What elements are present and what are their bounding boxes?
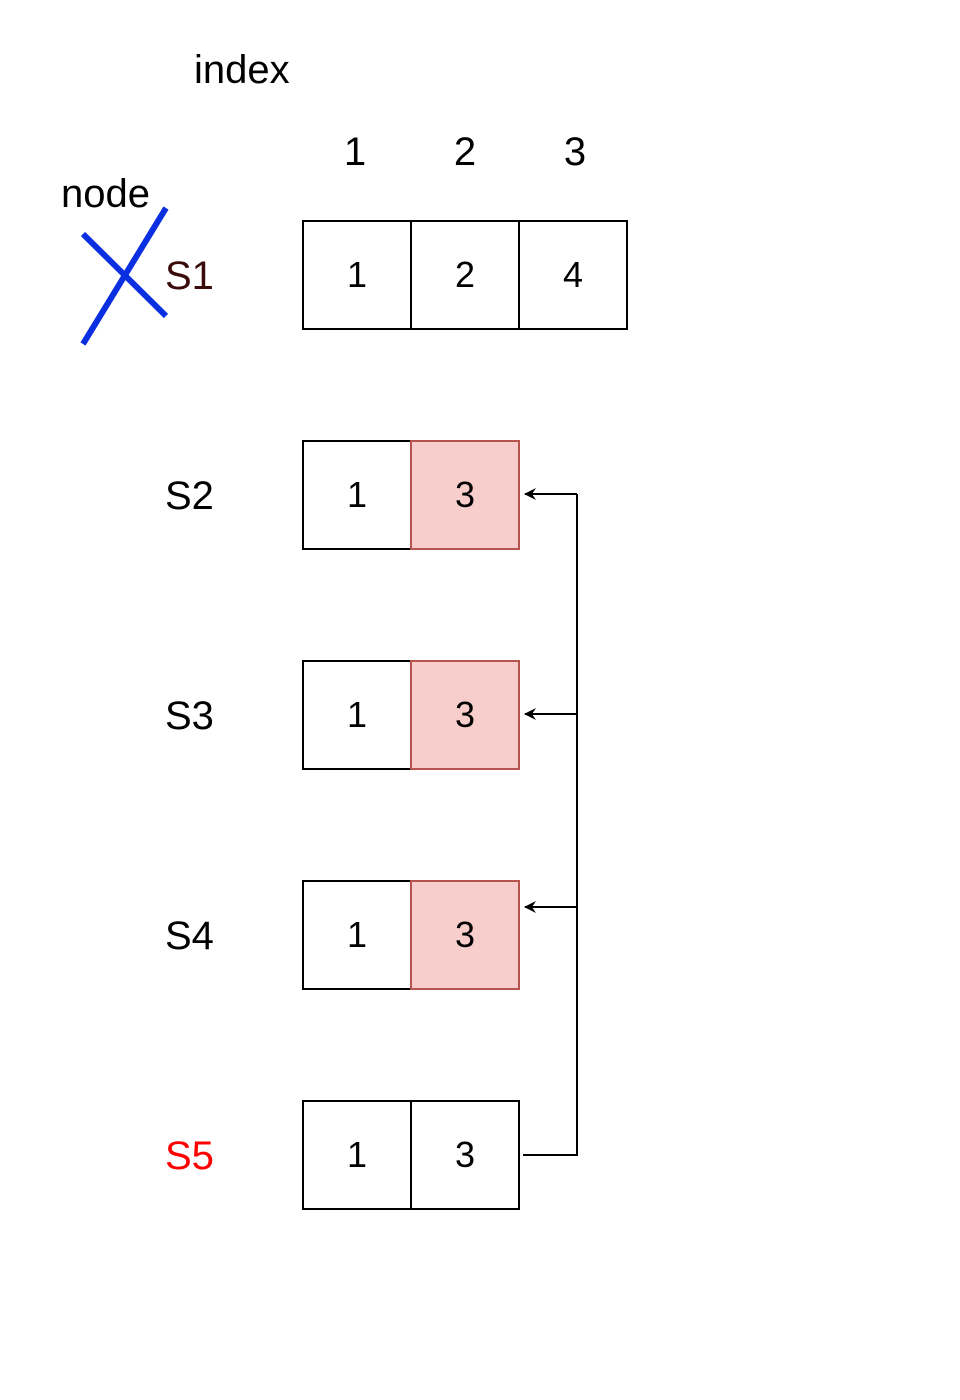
log-entry-s2-index-1: 1: [302, 440, 412, 550]
log-entry-s4-index-2: 3: [410, 880, 520, 990]
node-label-s4: S4: [165, 914, 214, 958]
node-label-s1: S1: [165, 254, 214, 298]
log-entry-s4-index-1: 1: [302, 880, 412, 990]
log-entry-s3-index-2: 3: [410, 660, 520, 770]
log-entry-s1-index-1: 1: [302, 220, 412, 330]
log-entry-s1-index-2: 2: [410, 220, 520, 330]
log-entry-s3-index-1: 1: [302, 660, 412, 770]
log-entry-s1-index-3: 4: [518, 220, 628, 330]
log-row-s1: 1 2 4: [302, 220, 628, 330]
node-label-s3: S3: [165, 694, 214, 738]
index-header-3: 3: [563, 130, 587, 174]
log-entry-s5-index-2: 3: [410, 1100, 520, 1210]
crossed-out-icon: [80, 206, 169, 346]
index-header-2: 2: [453, 130, 477, 174]
log-entry-s5-index-1: 1: [302, 1100, 412, 1210]
node-axis-title: node: [61, 172, 150, 216]
replication-connector: [523, 494, 578, 1156]
log-row-s2: 1 3: [302, 440, 520, 550]
log-row-s3: 1 3: [302, 660, 520, 770]
node-label-s5: S5: [165, 1134, 214, 1178]
index-axis-title: index: [194, 48, 290, 92]
log-entry-s2-index-2: 3: [410, 440, 520, 550]
connector-from-s5: [523, 494, 578, 1156]
log-row-s4: 1 3: [302, 880, 520, 990]
node-label-s2: S2: [165, 474, 214, 518]
index-header-1: 1: [343, 130, 367, 174]
log-row-s5: 1 3: [302, 1100, 520, 1210]
